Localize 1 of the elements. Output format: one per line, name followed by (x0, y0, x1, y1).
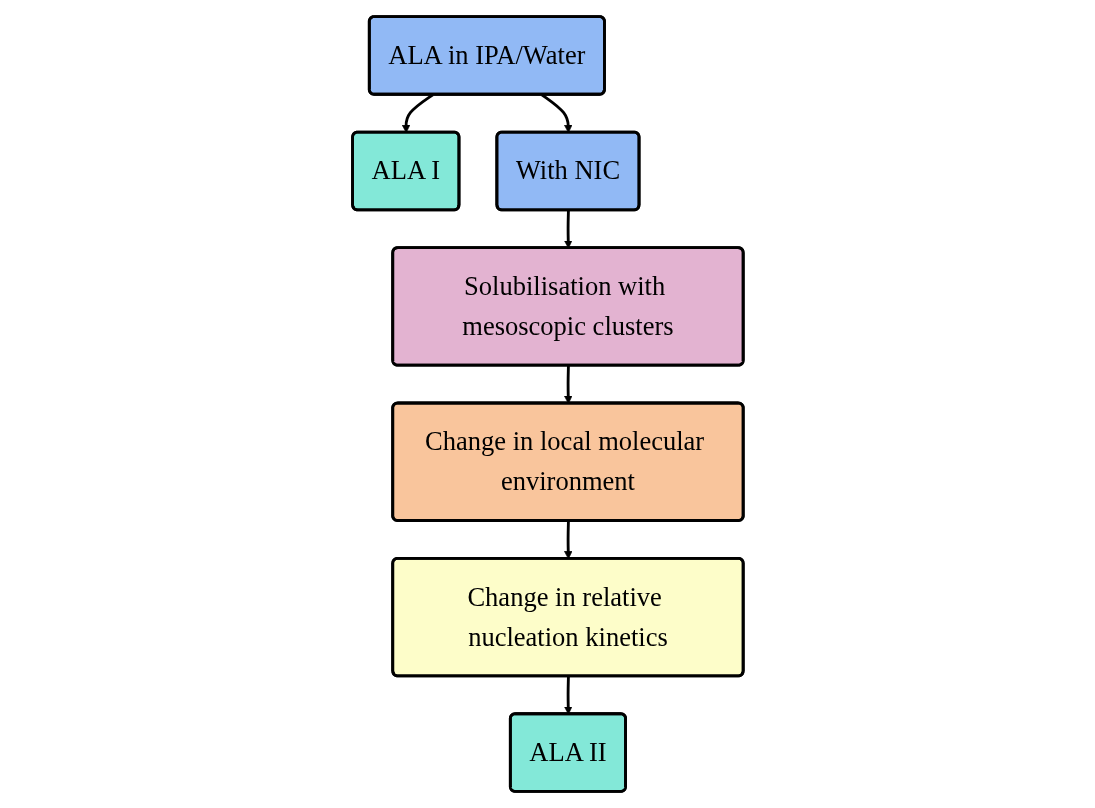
arrow (563, 365, 572, 404)
